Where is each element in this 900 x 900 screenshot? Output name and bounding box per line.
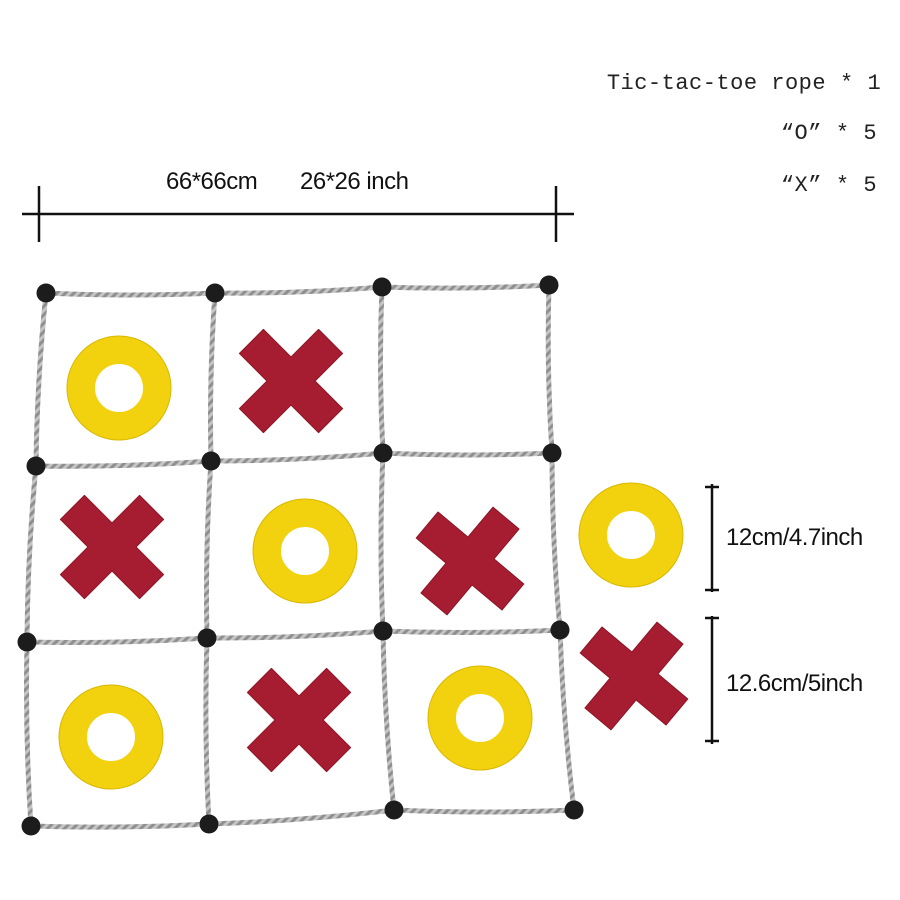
rope-vertical-segment (24, 641, 34, 827)
rope-knot (373, 621, 393, 641)
rope-horizontal-segment (35, 458, 212, 469)
rope-knot (17, 632, 37, 652)
rope-horizontal-segment (26, 635, 208, 645)
rope-horizontal-segment (382, 627, 561, 636)
o-piece-r2c2 (252, 498, 358, 604)
rope-knot (373, 443, 393, 463)
spare-o-piece (578, 482, 684, 588)
contents-x-qty: * 5 (835, 173, 878, 198)
rope-vertical-segment (549, 452, 563, 631)
rope-vertical-segment (33, 292, 49, 467)
contents-o-qty: * 5 (835, 121, 878, 146)
rope-horizontal-segment (214, 284, 383, 296)
rope-vertical-segment (204, 460, 214, 639)
x-piece-r2c1 (59, 494, 165, 600)
rope-vertical-segment (557, 629, 577, 811)
x-size-dimension-line (705, 616, 719, 744)
rope-grid (24, 282, 577, 830)
rope-horizontal-segment (382, 450, 553, 458)
contents-rope-qty: * 1 (840, 71, 882, 96)
rope-knot (372, 277, 392, 297)
board-width-inch-label: 26*26 inch (300, 168, 409, 195)
rope-knot (205, 283, 225, 303)
rope-horizontal-segment (45, 290, 216, 298)
rope-knot (26, 456, 46, 476)
x-piece-r2c3 (415, 506, 525, 616)
contents-x-line: “X” * 5 (726, 148, 877, 223)
x-piece-r3c2 (246, 667, 352, 773)
package-contents-list: Tic-tac-toe rope * 1 “O” * 5 “X” * 5 (540, 40, 881, 198)
rope-knot (201, 451, 221, 471)
rope-vertical-segment (377, 286, 386, 454)
x-piece-r1c2 (238, 328, 344, 434)
rope-horizontal-segment (393, 807, 575, 815)
contents-rope-line: Tic-tac-toe rope * 1 (552, 46, 881, 121)
rope-knot (197, 628, 217, 648)
rope-knot (542, 443, 562, 463)
contents-rope-label: Tic-tac-toe rope (606, 71, 827, 96)
o-piece-size-label: 12cm/4.7inch (726, 524, 863, 551)
o-piece-r3c1 (58, 684, 164, 790)
contents-o-label: “O” (780, 121, 822, 146)
rope-knot (199, 814, 219, 834)
o-size-dimension-line (705, 484, 719, 592)
game-pieces (58, 328, 689, 790)
rope-vertical-segment (24, 465, 39, 643)
rope-horizontal-segment (30, 821, 210, 830)
rope-knot (21, 816, 41, 836)
board-width-dimension-line (22, 186, 574, 242)
contents-x-label: “X” (780, 173, 822, 198)
rope-knots (17, 275, 584, 836)
rope-horizontal-segment (210, 450, 384, 464)
rope-knot (384, 800, 404, 820)
rope-vertical-segment (545, 284, 555, 454)
rope-vertical-segment (208, 292, 218, 462)
rope-vertical-segment (203, 637, 212, 825)
rope-knot (564, 800, 584, 820)
rope-horizontal-segment (206, 628, 384, 641)
rope-knot (550, 620, 570, 640)
rope-horizontal-segment (381, 282, 550, 291)
rope-vertical-segment (380, 630, 397, 811)
o-piece-r1c1 (66, 335, 172, 441)
rope-knot (539, 275, 559, 295)
rope-knot (36, 283, 56, 303)
spare-x-piece (579, 621, 689, 731)
board-width-cm-label: 66*66cm (166, 168, 258, 195)
contents-o-line: “O” * 5 (726, 96, 877, 171)
rope-vertical-segment (378, 452, 386, 632)
rope-horizontal-segment (208, 807, 395, 827)
x-piece-size-label: 12.6cm/5inch (726, 670, 863, 697)
o-piece-r3c3 (427, 665, 533, 771)
